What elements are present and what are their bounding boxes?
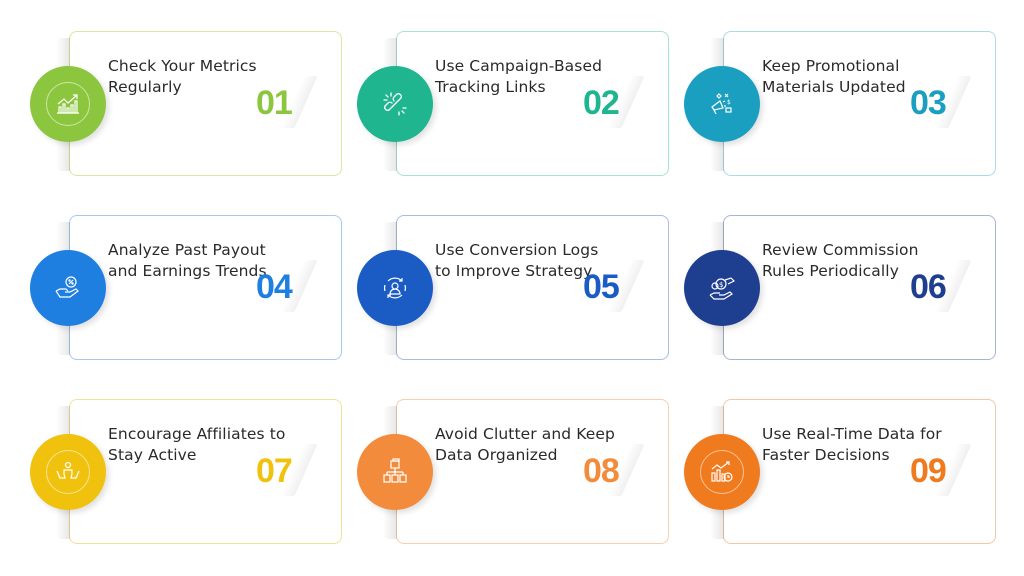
tip-title: Use Campaign-Based Tracking Links (435, 57, 603, 96)
tip-title: Encourage Affiliates to Stay Active (108, 425, 286, 464)
tip-title: Keep Promotional Materials Updated (762, 57, 906, 96)
tip-number: 09 (910, 452, 947, 490)
tip-title: Avoid Clutter and Keep Data Organized (435, 425, 615, 464)
tip-card-06: $ Review Commission Rules Periodically 0… (684, 215, 996, 360)
icon-badge (357, 66, 433, 142)
data-hierarchy-icon (383, 458, 407, 483)
money-exchange-icon: $ (709, 277, 736, 300)
tip-title: Use Conversion Logs to Improve Strategy (435, 241, 599, 280)
person-support-icon (56, 461, 80, 479)
tip-number: 05 (583, 268, 620, 306)
tip-card-08: Avoid Clutter and Keep Data Organized 08 (357, 399, 669, 544)
tip-title: Check Your Metrics Regularly (108, 57, 257, 96)
tip-card-07: Encourage Affiliates to Stay Active 07 (30, 399, 342, 544)
icon-badge (30, 66, 106, 142)
svg-text:$: $ (727, 99, 731, 106)
tip-card-04: Analyze Past Payout and Earnings Trends … (30, 215, 342, 360)
icon-badge (30, 434, 106, 510)
megaphone-icon: $ (711, 93, 732, 115)
chart-growth-icon (57, 94, 79, 114)
tip-number: 02 (583, 84, 620, 122)
icon-badge: $ (684, 250, 760, 326)
tip-number: 06 (910, 268, 947, 306)
user-cycle-icon (383, 277, 407, 299)
tip-title: Review Commission Rules Periodically (762, 241, 919, 280)
tip-card-03: $ Keep Promotional Materials Updated 03 (684, 31, 996, 176)
tip-title: Analyze Past Payout and Earnings Trends (108, 241, 267, 280)
realtime-chart-icon (711, 461, 733, 482)
tip-title: Use Real-Time Data for Faster Decisions (762, 425, 942, 464)
link-icon (383, 92, 407, 116)
icon-badge (357, 250, 433, 326)
tip-card-09: Use Real-Time Data for Faster Decisions … (684, 399, 996, 544)
tip-card-01: Check Your Metrics Regularly 01 (30, 31, 342, 176)
icon-badge (684, 434, 760, 510)
tip-number: 03 (910, 84, 947, 122)
tip-card-05: Use Conversion Logs to Improve Strategy … (357, 215, 669, 360)
tip-number: 08 (583, 452, 620, 490)
icon-badge (357, 434, 433, 510)
tip-number: 04 (256, 268, 293, 306)
icon-badge: $ (684, 66, 760, 142)
svg-text:$: $ (719, 281, 723, 289)
hand-percent-icon (55, 276, 79, 298)
tip-card-02: Use Campaign-Based Tracking Links 02 (357, 31, 669, 176)
tip-number: 01 (256, 84, 293, 122)
icon-badge (30, 250, 106, 326)
tip-number: 07 (256, 452, 293, 490)
